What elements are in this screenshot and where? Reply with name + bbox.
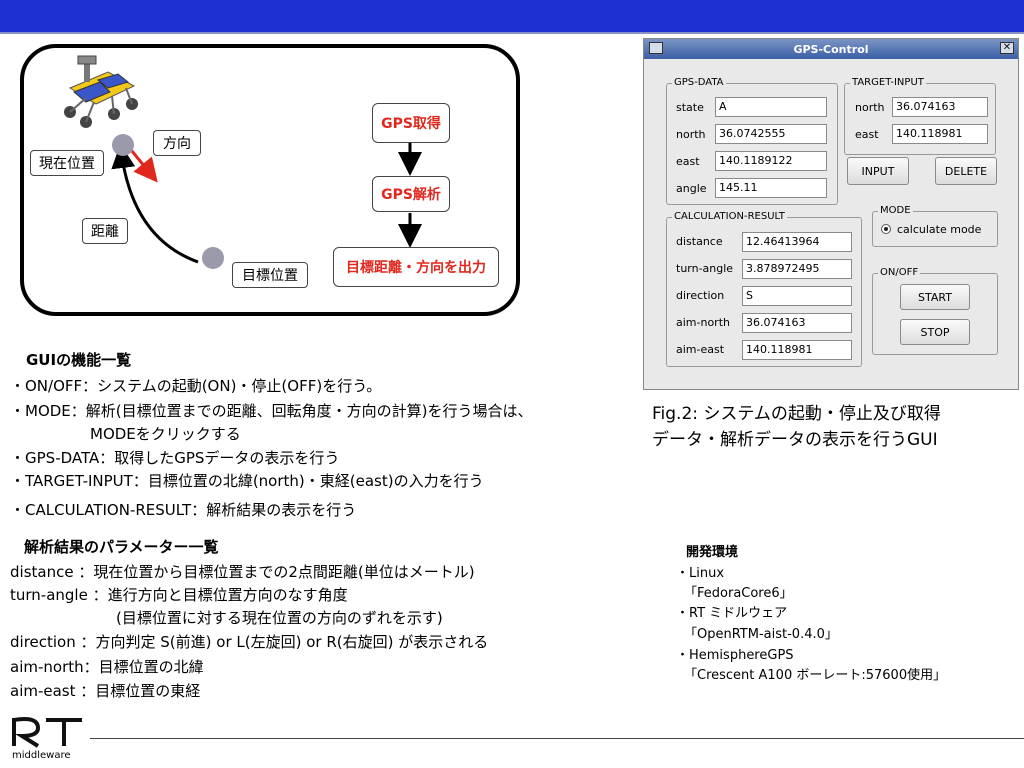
- param-turn-angle: turn-angle ：進行方向と目標位置方向のなす角度: [10, 586, 348, 604]
- caption-line-1: Fig.2: システムの起動・停止及び取得: [652, 404, 941, 424]
- figure-caption: Fig.2: システムの起動・停止及び取得 データ・解析データの表示を行うGUI: [652, 401, 941, 453]
- gps-state-field[interactable]: A: [715, 97, 827, 117]
- footer-divider: [90, 738, 1024, 739]
- header-divider: [0, 32, 1024, 34]
- rt-middleware-logo-icon: [12, 717, 82, 748]
- param-distance: distance ：現在位置から目標位置までの2点間距離(単位はメートル): [10, 563, 475, 581]
- gui-func-onoff: ・ON/OFF：システムの起動(ON)・停止(OFF)を行う。: [10, 377, 382, 395]
- radio-selected-dot: [884, 227, 888, 231]
- flow-gps-analyze: GPS解析: [372, 176, 450, 212]
- calc-turn-angle-label: turn-angle: [676, 262, 734, 275]
- param-aim-north: aim-north：目標位置の北緯: [10, 658, 204, 676]
- gps-control-window: GPS-Control ✕ GPS-DATA state A north 36.…: [643, 38, 1019, 390]
- calculate-mode-radio[interactable]: calculate mode: [881, 223, 995, 237]
- target-position-dot: [202, 247, 224, 269]
- env-os: ・Linux: [676, 566, 725, 581]
- env-gps-detail: 「Crescent A100 ボーレート:57600使用」: [684, 668, 947, 683]
- param-aim-east: aim-east ：目標位置の東経: [10, 682, 201, 700]
- onoff-title: ON/OFF: [878, 267, 921, 279]
- rover-robot-icon: [64, 55, 138, 128]
- flow-gps-acquire: GPS取得: [372, 103, 450, 143]
- distance-arrow: [111, 144, 199, 264]
- target-east-input[interactable]: 140.118981: [892, 124, 988, 144]
- input-button[interactable]: INPUT: [847, 157, 909, 185]
- window-titlebar[interactable]: GPS-Control: [644, 39, 1018, 59]
- calc-aim-north-label: aim-north: [676, 316, 730, 329]
- caption-line-2: データ・解析データの表示を行うGUI: [652, 430, 938, 450]
- header-bar: [0, 0, 1024, 32]
- gps-east-field[interactable]: 140.1189122: [715, 151, 827, 171]
- target-position-label: 目標位置: [232, 262, 308, 288]
- diagram-frame: [20, 44, 520, 316]
- start-button[interactable]: START: [900, 284, 970, 310]
- onoff-group: [872, 273, 998, 355]
- params-title: 解析結果のパラメーター一覧: [24, 538, 219, 556]
- gui-func-mode-cont: MODEをクリックする: [90, 425, 241, 443]
- current-position-label: 現在位置: [30, 150, 104, 176]
- calc-direction-field[interactable]: S: [742, 286, 852, 306]
- mode-group: [872, 211, 998, 247]
- gps-north-label: north: [676, 128, 706, 141]
- calc-result-title: CALCULATION-RESULT: [672, 211, 787, 223]
- calc-direction-label: direction: [676, 289, 725, 302]
- env-os-version: 「FedoraCore6」: [684, 586, 793, 601]
- current-position-dot: [112, 134, 134, 156]
- env-middleware: ・RT ミドルウェア: [676, 606, 788, 621]
- gps-data-group: [666, 83, 838, 205]
- calc-turn-angle-field[interactable]: 3.878972495: [742, 259, 852, 279]
- target-north-label: north: [855, 101, 885, 114]
- param-turn-angle-note: (目標位置に対する現在位置の方向のずれを示す): [116, 609, 443, 627]
- param-direction: direction ：方向判定 S(前進) or L(左旋回) or R(右旋回…: [10, 633, 489, 651]
- direction-label: 方向: [153, 130, 201, 156]
- target-north-input[interactable]: 36.074163: [892, 97, 988, 117]
- gui-func-target-input: ・TARGET-INPUT：目標位置の北緯(north)・東経(east)の入力…: [10, 472, 484, 490]
- gui-func-mode: ・MODE：解析(目標位置までの距離、回転角度・方向の計算)を行う場合は、: [10, 402, 533, 420]
- calc-distance-label: distance: [676, 235, 723, 248]
- calc-distance-field[interactable]: 12.46413964: [742, 232, 852, 252]
- logo-text: middleware: [12, 750, 71, 761]
- env-gps: ・HemisphereGPS: [676, 648, 794, 663]
- calculate-mode-label: calculate mode: [897, 223, 982, 236]
- env-middleware-version: 「OpenRTM-aist-0.4.0」: [684, 627, 838, 642]
- env-title: 開発環境: [686, 545, 739, 560]
- mode-title: MODE: [878, 205, 913, 217]
- radio-indicator-icon: [881, 224, 891, 234]
- gps-state-label: state: [676, 101, 704, 114]
- delete-button[interactable]: DELETE: [935, 157, 997, 185]
- calc-aim-east-field[interactable]: 140.118981: [742, 340, 852, 360]
- gps-data-title: GPS-DATA: [672, 77, 726, 89]
- gui-func-calc-result: ・CALCULATION-RESULT：解析結果の表示を行う: [10, 501, 357, 519]
- gps-north-field[interactable]: 36.0742555: [715, 124, 827, 144]
- window-title: GPS-Control: [793, 42, 869, 56]
- calc-aim-east-label: aim-east: [676, 343, 725, 356]
- window-menu-icon[interactable]: [649, 42, 663, 54]
- target-east-label: east: [855, 128, 879, 141]
- calc-aim-north-field[interactable]: 36.074163: [742, 313, 852, 333]
- gps-east-label: east: [676, 155, 700, 168]
- gui-func-gps-data: ・GPS-DATA：取得したGPSデータの表示を行う: [10, 449, 340, 467]
- gps-angle-field[interactable]: 145.11: [715, 178, 827, 198]
- gps-angle-label: angle: [676, 182, 707, 195]
- gui-functions-title: GUIの機能一覧: [26, 351, 132, 369]
- stop-button[interactable]: STOP: [900, 319, 970, 345]
- flow-output: 目標距離・方向を出力: [333, 247, 499, 287]
- window-close-icon[interactable]: ✕: [1000, 42, 1014, 54]
- target-input-title: TARGET-INPUT: [850, 77, 926, 89]
- target-input-group: [844, 83, 996, 155]
- distance-label: 距離: [82, 218, 128, 244]
